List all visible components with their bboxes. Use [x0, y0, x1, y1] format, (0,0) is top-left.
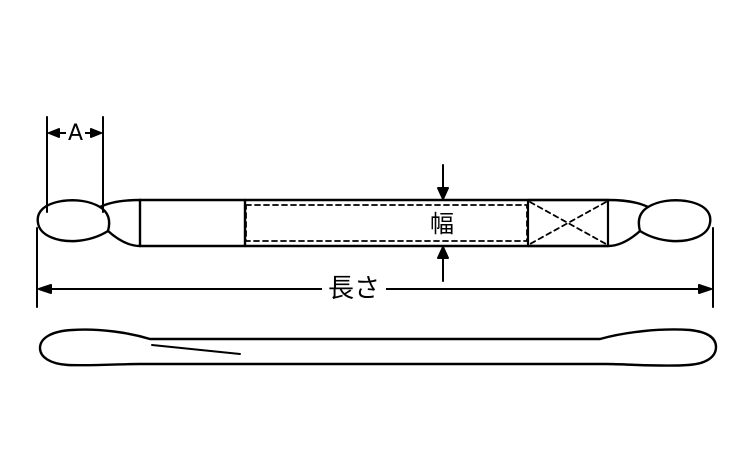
dimension-a-arrow-right [90, 128, 102, 138]
dimension-a-arrow-left [48, 128, 60, 138]
dimension-length-arrow-left [38, 284, 52, 294]
cross-stitch-diag-2 [529, 201, 607, 245]
side-view-fold-line [151, 344, 241, 355]
left-eye-inner [98, 205, 111, 233]
right-eye-inner [637, 205, 650, 233]
dimension-width-label: 幅 [430, 210, 454, 238]
dimension-a [46, 116, 104, 213]
stitched-section [245, 204, 528, 242]
sling-side-view [38, 328, 718, 367]
dimension-length-label: 長さ [322, 276, 387, 302]
right-eye-loop [606, 198, 712, 248]
dimension-length-arrow-right [698, 284, 712, 294]
cross-stitch-diag-1 [529, 201, 607, 245]
cross-stitch-box [526, 198, 610, 248]
left-eye-loop [36, 198, 142, 248]
side-view-outline [38, 328, 718, 367]
sling-top-view [36, 198, 712, 248]
dimension-a-label: A [66, 121, 86, 146]
dimension-width-arrow-bottom-head [437, 246, 449, 259]
dimension-width-arrow-top-head [437, 187, 449, 200]
dimension-width [437, 164, 449, 282]
